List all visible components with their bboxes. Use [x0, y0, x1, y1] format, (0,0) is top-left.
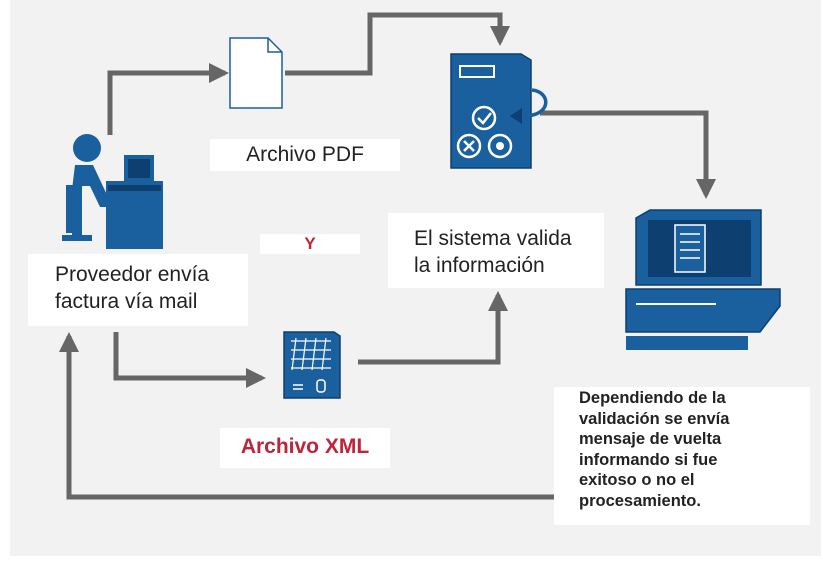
supplier-label: Proveedor envía factura vía mail [28, 254, 248, 326]
xml-file-label: Archivo XML [220, 428, 390, 468]
system-validates-label: El sistema valida la información [388, 213, 604, 288]
validation-result-label: Dependiendo de la validación se envía me… [554, 387, 810, 525]
system-validates-line: El sistema valida [414, 227, 572, 250]
monitor-document-icon [625, 209, 781, 350]
result-line: mensaje de vuelta [579, 430, 722, 448]
arrow-server-to-monitor [540, 110, 716, 199]
supplier-line: factura vía mail [55, 290, 198, 313]
result-line: Dependiendo de la [579, 389, 726, 407]
arrow-result-to-supplier [59, 332, 554, 500]
arrow-xml-to-system [358, 291, 508, 365]
pdf-file-label: Archivo PDF [210, 139, 400, 171]
user-at-computer-icon [62, 134, 163, 249]
result-line: validación se envía [579, 409, 730, 428]
system-validates-line: la información [414, 254, 545, 277]
server-validation-icon [450, 53, 548, 169]
document-icon [229, 37, 283, 109]
grid-server-icon [283, 331, 341, 399]
arrow-pdf-to-server [285, 12, 510, 76]
arrow-supplier-to-pdf [107, 63, 229, 135]
and-label: Y [260, 234, 360, 254]
result-line: exitoso o no el [579, 471, 695, 489]
arrow-supplier-to-xml [113, 332, 266, 388]
result-line: informando si fue [579, 450, 718, 469]
result-line: procesamiento. [579, 491, 701, 510]
supplier-line: Proveedor envía [55, 263, 210, 286]
